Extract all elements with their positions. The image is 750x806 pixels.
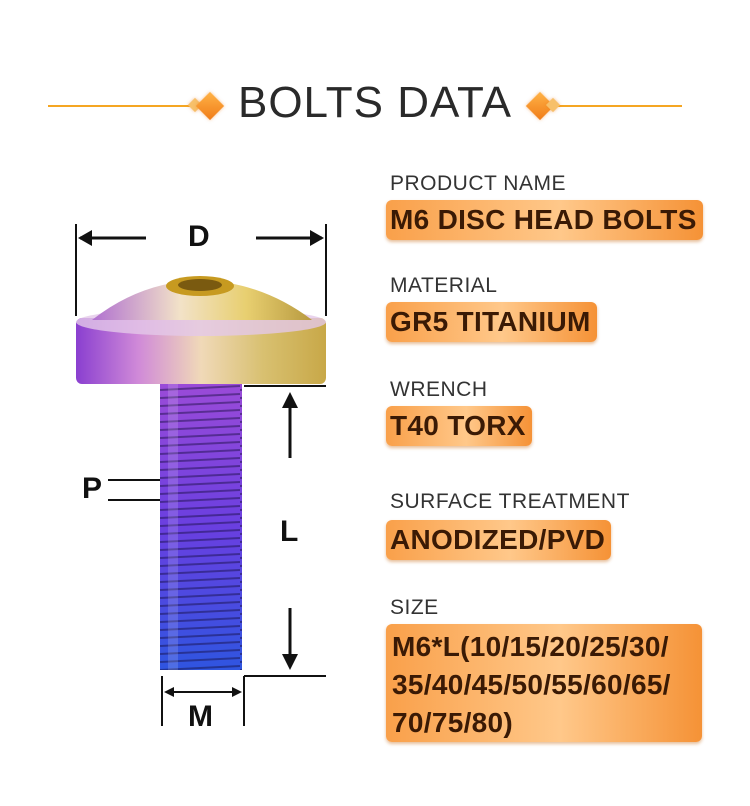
spec-label-material: MATERIAL [390,274,498,297]
spec-value-material: GR5 TITANIUM [386,302,597,342]
spec-label-size: SIZE [390,596,439,619]
spec-value-surface-treatment: ANODIZED/PVD [386,520,612,560]
spec-value-wrench: T40 TORX [386,406,532,446]
header-divider-left [48,105,208,107]
dimension-label-l: L [280,515,299,548]
dimension-label-m: M [188,700,213,733]
dimension-label-p: P [82,472,103,505]
spec-label-surface-treatment: SURFACE TREATMENT [390,490,630,513]
spec-label-wrench: WRENCH [390,378,488,401]
size-line: M6*L(10/15/20/25/30/ [392,631,669,662]
spec-value-product-name: M6 DISC HEAD BOLTS [386,200,703,240]
bolt-head-flange [76,318,326,384]
spec-value-size: M6*L(10/15/20/25/30/ 35/40/45/50/55/60/6… [386,624,702,742]
size-line: 35/40/45/50/55/60/65/ [392,669,671,700]
dimension-label-d: D [188,220,210,253]
header-divider-right [540,105,682,107]
bolt-head-dome [92,280,312,320]
page-title: BOLTS DATA [237,78,513,127]
spec-label-product-name: PRODUCT NAME [390,172,566,195]
size-line: 70/75/80) [392,707,514,738]
